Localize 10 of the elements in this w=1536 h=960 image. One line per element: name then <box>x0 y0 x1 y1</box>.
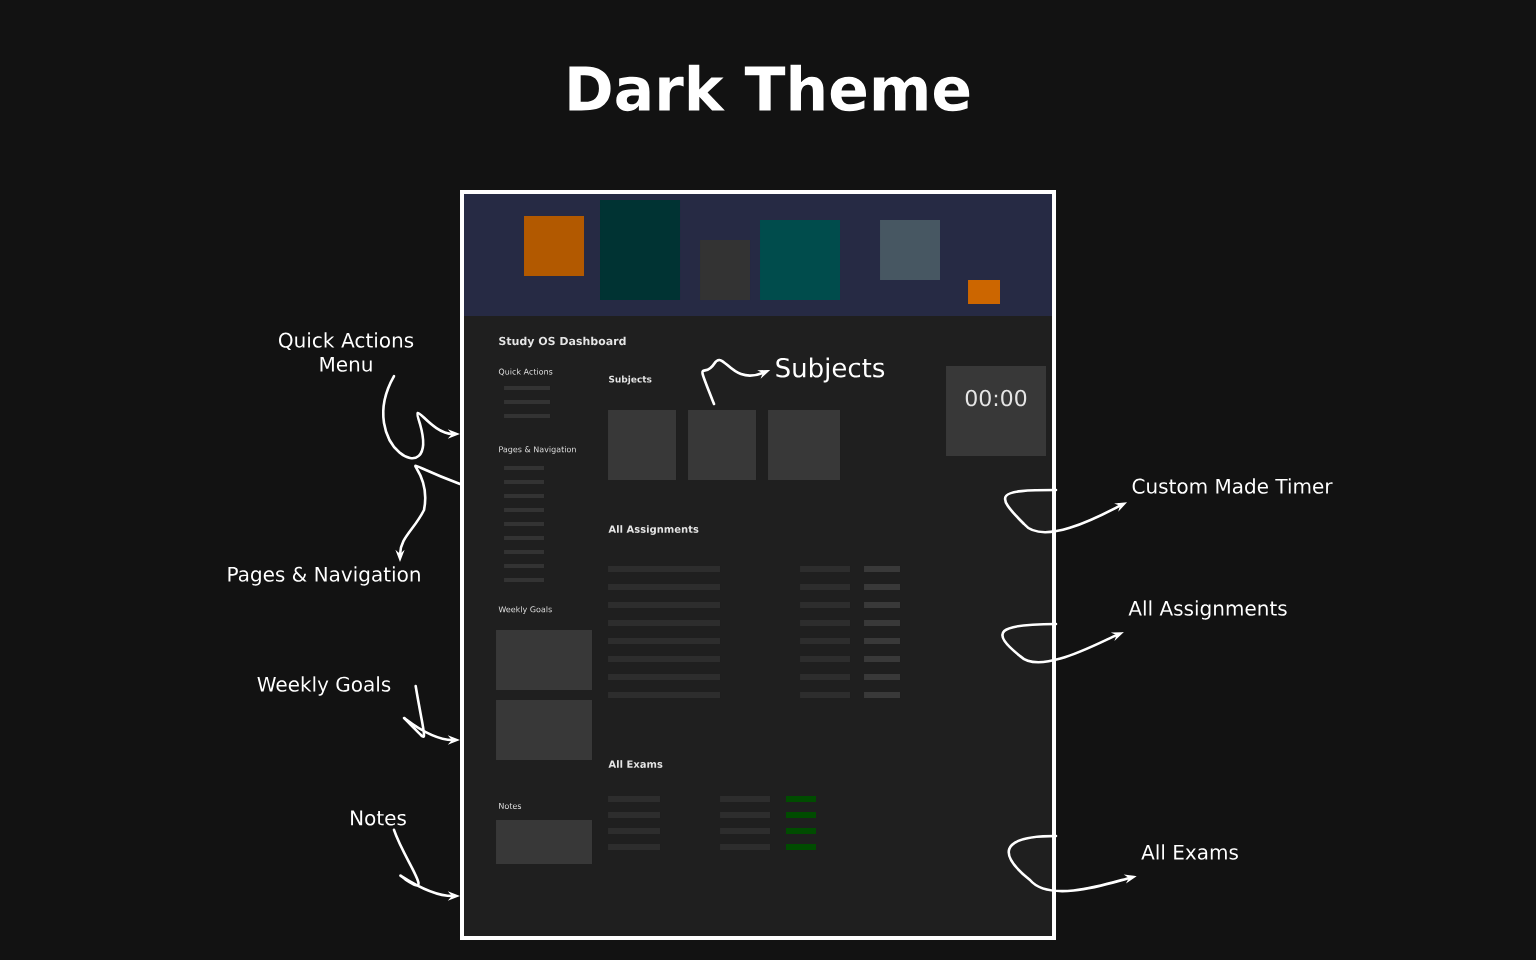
callout-label: All Assignments <box>1128 600 1287 620</box>
callout-label: Quick Actions Menu <box>279 332 414 372</box>
callout-label: Notes <box>351 810 406 826</box>
screen-heading: 00:00 <box>965 389 1027 407</box>
title: Dark Theme <box>569 64 970 112</box>
callout-label: Pages & Navigation <box>228 566 420 586</box>
callout-label: Weekly Goals <box>257 676 391 696</box>
callout-label: Custom Made Timer <box>1132 478 1333 494</box>
callout-label: Subjects <box>776 357 885 383</box>
callout-label: All Exams <box>1141 844 1238 860</box>
